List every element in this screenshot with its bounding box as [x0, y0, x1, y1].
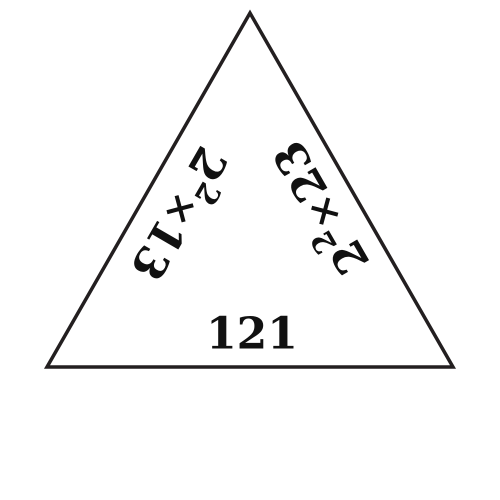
- triangle-outline: [43, 9, 457, 369]
- bottom-edge-value: 121: [206, 309, 298, 360]
